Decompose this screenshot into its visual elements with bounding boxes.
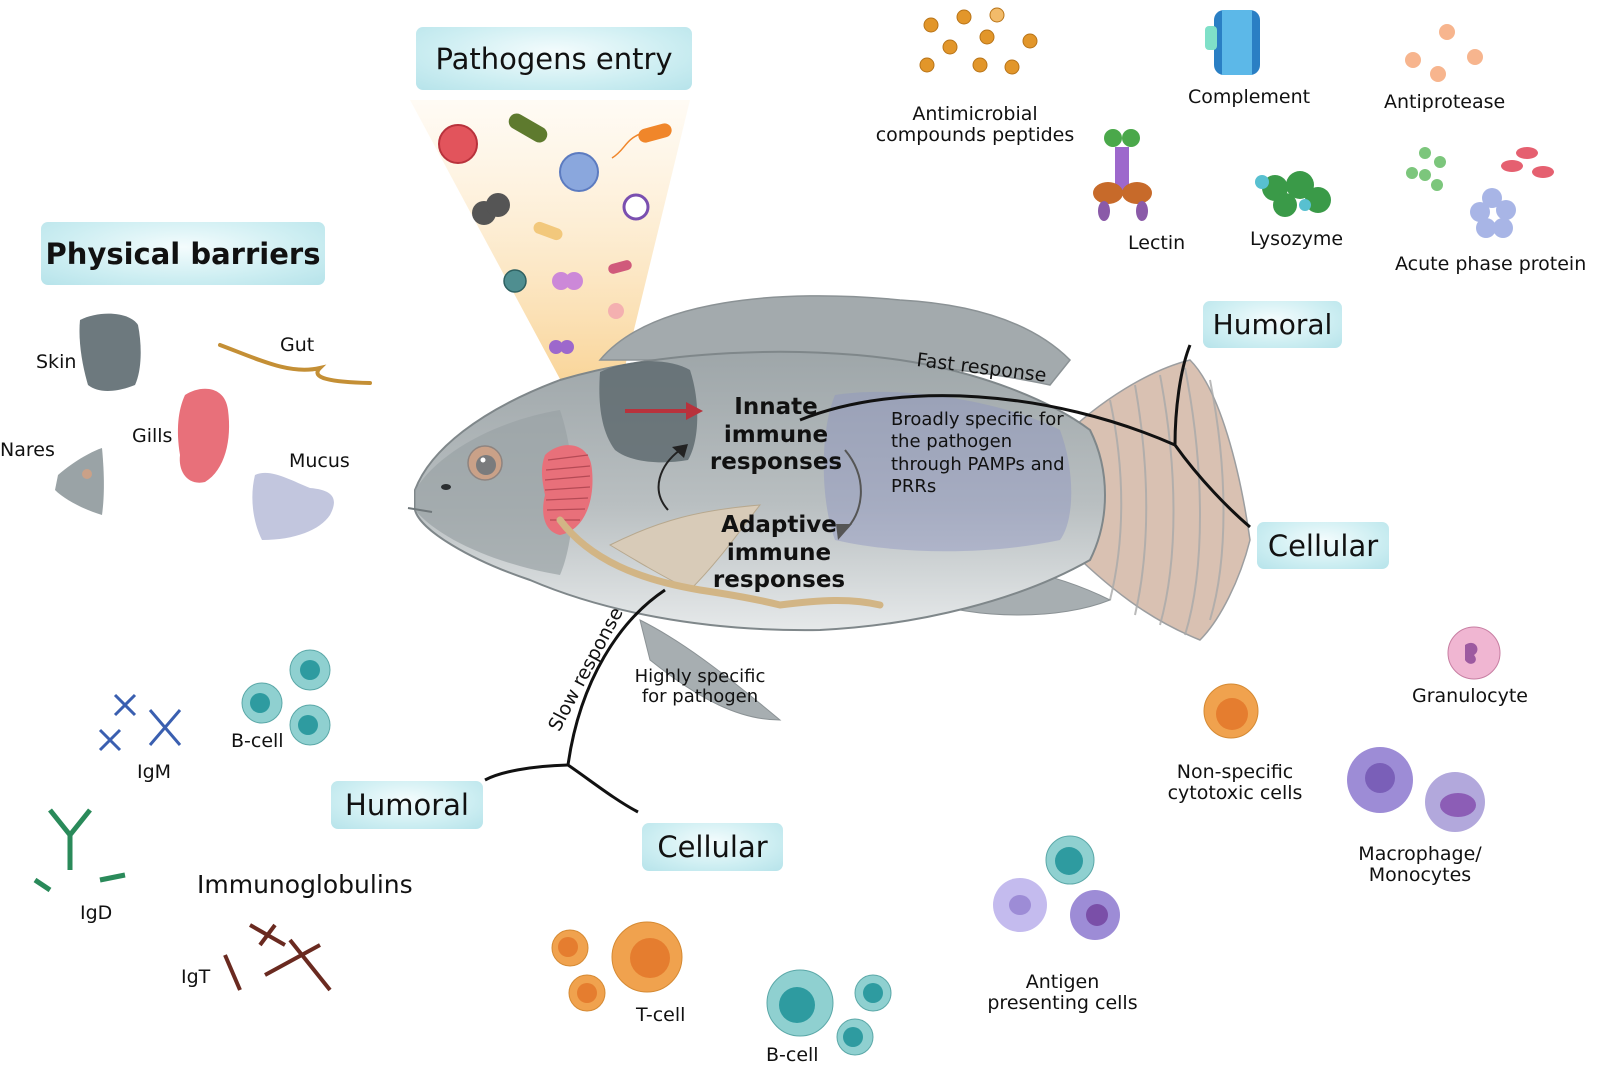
- innate-immune-responses-label: Innate immune responses: [709, 394, 843, 476]
- nares-icon: [55, 448, 104, 515]
- highly-specific-label: Highly specific for pathogen: [634, 666, 766, 708]
- adaptive-cellular-bcell-icon: [766, 969, 892, 1056]
- tcell-icon: [551, 921, 683, 1012]
- pelvic-fin: [639, 619, 782, 721]
- igd-label: IgD: [80, 902, 113, 924]
- violet-diplococcus-icon: [549, 340, 574, 354]
- antiprotease-icon: [1405, 24, 1483, 82]
- innate-humoral-label: Humoral: [1203, 301, 1342, 348]
- antigen-presenting-cells-icon: [993, 835, 1120, 940]
- teal-virus-icon: [503, 269, 527, 293]
- nonspecific-cytotoxic-cells-label: Non-specific cytotoxic cells: [1167, 761, 1303, 805]
- yellow-bacillus-icon: [533, 221, 563, 241]
- lysozyme-icon: [1255, 171, 1331, 217]
- lysozyme-label: Lysozyme: [1250, 228, 1344, 250]
- adaptive-cellular-branch: [567, 763, 639, 814]
- red-virus-icon: [438, 124, 478, 164]
- gills-icon: [177, 388, 230, 483]
- acute-phase-protein-icon: [1406, 147, 1554, 238]
- antigen-presenting-cells-label: Antigen presenting cells: [987, 971, 1138, 1015]
- fast-response-line: [799, 394, 1176, 447]
- gut-label: Gut: [280, 334, 315, 356]
- skin-label: Skin: [36, 351, 77, 373]
- complement-icon: [1205, 10, 1260, 75]
- green-bacillus-icon: [508, 113, 548, 143]
- fish-gut: [556, 516, 884, 609]
- broadly-specific-label: Broadly specific for the pathogen throug…: [891, 409, 1065, 497]
- mucus-icon: [252, 472, 334, 540]
- tcell-label: T-cell: [636, 1004, 686, 1026]
- adaptive-humoral-branch: [484, 763, 569, 782]
- pink-diplococcus-icon: [552, 272, 583, 290]
- innate-cellular-label: Cellular: [1257, 522, 1389, 569]
- pink-bacillus-icon: [608, 260, 632, 274]
- acute-phase-protein-label: Acute phase protein: [1395, 253, 1587, 275]
- immunoglobulins-label: Immunoglobulins: [197, 870, 413, 899]
- physical-barriers-label: Physical barriers: [41, 222, 325, 285]
- black-diplococcus-icon: [472, 193, 510, 225]
- granulocyte-label: Granulocyte: [1412, 685, 1528, 707]
- igt-icon: [223, 923, 332, 992]
- antiprotease-label: Antiprotease: [1384, 91, 1506, 113]
- igm-label: IgM: [137, 761, 172, 783]
- adaptive-cellular-bcell-label: B-cell: [766, 1044, 819, 1066]
- igt-label: IgT: [181, 966, 211, 988]
- innate-cellular-branch: [1173, 444, 1251, 529]
- blue-virus-icon: [559, 152, 599, 192]
- skin-icon: [79, 313, 141, 391]
- pathogens-entry-label: Pathogens entry: [416, 27, 692, 90]
- pectoral-fin: [608, 504, 762, 591]
- mucus-label: Mucus: [289, 450, 350, 472]
- adaptive-humoral-label: Humoral: [331, 781, 483, 829]
- gills-label: Gills: [132, 425, 173, 447]
- innate-humoral-branch: [1173, 344, 1192, 446]
- lectin-label: Lectin: [1128, 232, 1186, 254]
- monocyte-icon: [1425, 772, 1485, 832]
- purple-virus-icon: [622, 193, 650, 221]
- adaptive-immune-responses-label: Adaptive immune responses: [712, 512, 846, 594]
- adaptive-to-innate-arrow: [657, 449, 681, 511]
- gut-icon: [218, 343, 372, 385]
- pink-coccus-icon: [608, 303, 624, 319]
- macrophage-monocytes-label: Macrophage/ Monocytes: [1358, 843, 1482, 887]
- antimicrobial-peptides-label: Antimicrobial compounds peptides: [875, 103, 1075, 147]
- adaptive-humoral-bcell-icon: [241, 649, 331, 746]
- orange-flagellate-icon: [611, 123, 672, 159]
- granulocyte-icon: [1447, 626, 1501, 680]
- tail-fin: [1059, 359, 1251, 641]
- macrophage-icon: [1347, 747, 1413, 813]
- adaptive-cellular-label: Cellular: [642, 823, 783, 871]
- nonspecific-cytotoxic-cell-icon: [1203, 683, 1259, 739]
- adaptive-humoral-bcell-label: B-cell: [231, 730, 284, 752]
- antimicrobial-peptides-icon: [919, 7, 1038, 75]
- igd-icon: [33, 808, 126, 893]
- nares-label: Nares: [0, 439, 55, 461]
- fish-organ-patch: [823, 391, 1072, 552]
- igm-icon: [98, 693, 182, 752]
- slow-response-line: [566, 588, 666, 766]
- complement-label: Complement: [1188, 86, 1311, 108]
- lectin-icon: [1093, 129, 1152, 221]
- fish-gill: [541, 445, 593, 535]
